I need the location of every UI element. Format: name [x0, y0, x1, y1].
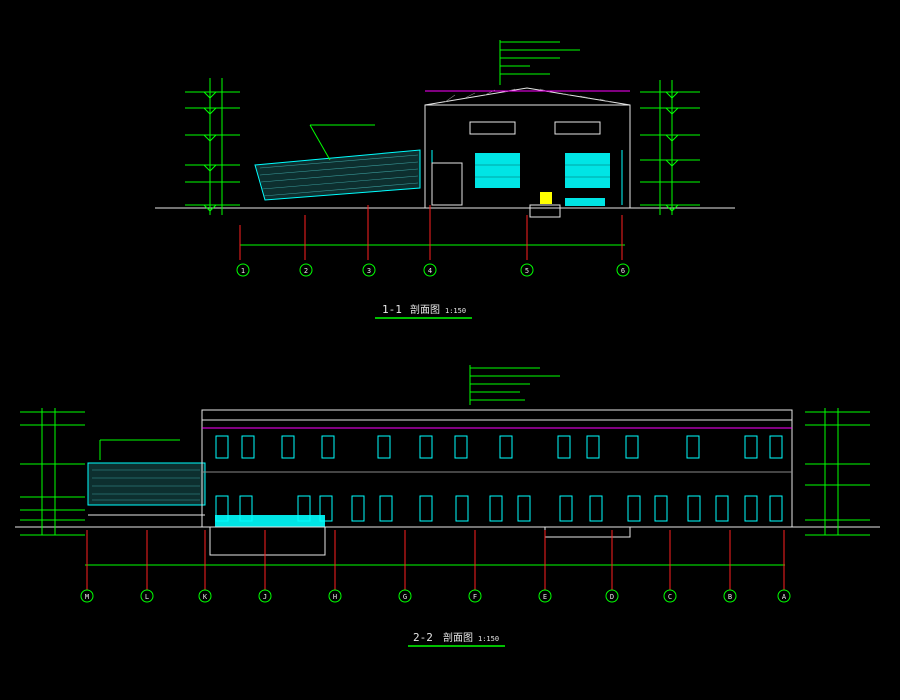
axis-label: D [610, 593, 614, 601]
window [379, 495, 393, 522]
window [239, 495, 253, 522]
window [627, 495, 641, 522]
main-building-section [424, 40, 631, 218]
left-elevation-dimensions [185, 78, 240, 215]
window [419, 435, 433, 459]
axis-bubble: J [258, 589, 272, 603]
axis-label: K [203, 593, 208, 601]
window [625, 435, 639, 459]
axis-label: L [145, 593, 149, 601]
window [687, 495, 701, 522]
axis-label: F [473, 593, 477, 601]
axis-label: 1 [241, 267, 245, 275]
window [654, 495, 668, 522]
window [499, 435, 513, 459]
window [281, 435, 295, 459]
window [319, 495, 333, 522]
axis-bubble: B [723, 589, 737, 603]
axis-bubble: C [663, 589, 677, 603]
right-elevation-dimensions-2 [805, 408, 870, 536]
axis-bubble: 5 [520, 263, 534, 277]
axis-bubble: G [398, 589, 412, 603]
window [589, 495, 603, 522]
axis-label: H [333, 593, 337, 601]
window [321, 435, 335, 459]
axis-bubble: 2 [299, 263, 313, 277]
axis-bubble: 6 [616, 263, 630, 277]
window [454, 435, 468, 459]
axis-bubble: A [777, 589, 791, 603]
section-2-title-cn: 剖面图 [443, 631, 473, 644]
axis-label: G [403, 593, 407, 601]
canopy-roof-2 [87, 439, 206, 516]
window [419, 495, 433, 522]
window [241, 435, 255, 459]
window [715, 495, 729, 522]
right-elevation-dimensions [640, 80, 700, 215]
section-2-windows [215, 435, 783, 522]
section-2-grid-lines [86, 530, 785, 590]
section-1-axis-bubbles: 1 2 3 4 5 6 [236, 263, 630, 277]
window [297, 495, 311, 522]
axis-bubble: L [140, 589, 154, 603]
window [377, 435, 391, 459]
window [769, 495, 783, 522]
window [517, 495, 531, 522]
axis-label: J [263, 593, 267, 601]
axis-bubble: D [605, 589, 619, 603]
section-1-1-drawing: 1 2 3 4 5 6 1-1 剖面图 1:150 [155, 40, 735, 319]
axis-label: M [85, 593, 89, 601]
window [215, 435, 229, 459]
section-1-scale: 1:150 [445, 307, 466, 315]
window [559, 495, 573, 522]
axis-bubble: 4 [423, 263, 437, 277]
axis-label: 3 [367, 267, 371, 275]
window [351, 495, 365, 522]
section-2-scale: 1:150 [478, 635, 499, 643]
axis-label: C [668, 593, 672, 601]
axis-bubble: K [198, 589, 212, 603]
axis-bubble: 3 [362, 263, 376, 277]
section-1-title: 1-1 [382, 303, 402, 316]
section-2-title-block: 2-2 剖面图 1:150 [408, 631, 505, 647]
left-elevation-dimensions-2 [20, 408, 85, 536]
window [215, 495, 229, 522]
window [686, 435, 700, 459]
window [744, 435, 758, 459]
main-building-section-2 [201, 365, 793, 556]
axis-bubble: H [328, 589, 342, 603]
window [455, 495, 469, 522]
section-2-2-drawing: M L K J H G F E D C B A 2-2 剖面图 1:150 [15, 365, 880, 647]
axis-bubble: M [80, 589, 94, 603]
canopy-roof [254, 124, 421, 201]
section-1-title-block: 1-1 剖面图 1:150 [375, 303, 472, 319]
axis-label: 5 [525, 267, 529, 275]
window [586, 435, 600, 459]
window [557, 435, 571, 459]
axis-bubble: 1 [236, 263, 250, 277]
axis-label: B [728, 593, 732, 601]
axis-label: 2 [304, 267, 308, 275]
axis-bubble: F [468, 589, 482, 603]
window [489, 495, 503, 522]
axis-label: 4 [428, 267, 432, 275]
section-2-title: 2-2 [413, 631, 433, 644]
window [744, 495, 758, 522]
axis-label: E [543, 593, 547, 601]
axis-label: 6 [621, 267, 625, 275]
axis-label: A [782, 593, 787, 601]
section-1-title-cn: 剖面图 [410, 303, 440, 316]
axis-bubble: E [538, 589, 552, 603]
window [769, 435, 783, 459]
section-1-axis-dimensions [239, 205, 625, 260]
